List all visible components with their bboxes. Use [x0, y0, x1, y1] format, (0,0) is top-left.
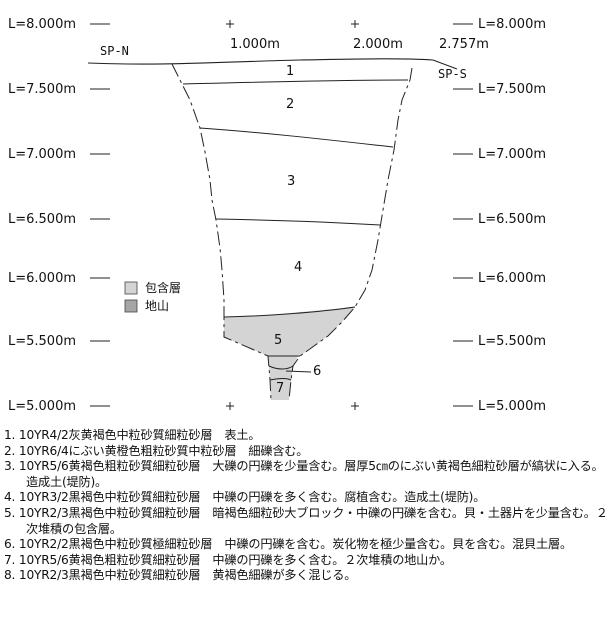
elevation-label-right: L=7.500m [478, 82, 546, 97]
layer-note: 4. 10YR3/2黒褐色中粒砂質細粒砂層 中礫の円礫を多く含む。腐植含む。造成… [4, 490, 486, 505]
layer-boundary [199, 127, 394, 148]
elevation-label-right: L=6.000m [478, 271, 546, 286]
layer-boundary [215, 218, 381, 226]
grid-cross [226, 402, 234, 410]
elevation-label-right: L=7.000m [478, 147, 546, 162]
layer-boundary [268, 365, 294, 370]
layer-note: 2. 10YR6/4にぶい黄橙色粗粒砂質中粒砂層 細礫含む。 [4, 443, 309, 458]
layer-number: 1 [286, 64, 294, 79]
layer-number: 6 [313, 364, 321, 379]
inclusion-layer-fill [224, 307, 355, 356]
legend: 包含層 地山 [124, 280, 181, 313]
elevation-scale-right: L=8.000m L=7.500m L=7.000m L=6.500m L=6.… [453, 17, 546, 414]
layer-note: 3. 10YR5/6黄褐色粗粒砂質細粒砂層 大礫の円礫を少量含む。層厚5㎝のにぶ… [4, 459, 604, 489]
grid-crosses [226, 20, 359, 410]
layer-boundary [223, 306, 356, 318]
layer-note: 7. 10YR5/6黄褐色粗粒砂質細粒砂層 中礫の円礫を多く含む。２次堆積の地山… [4, 552, 452, 567]
section-label-south: SP-S [438, 67, 467, 81]
grid-cross [351, 402, 359, 410]
elevation-label-right: L=5.500m [478, 334, 546, 349]
elevation-label-left: L=5.000m [8, 399, 76, 414]
section-drawing: L=8.000m L=7.500m L=7.000m L=6.500m L=6.… [8, 17, 546, 414]
legend-label: 地山 [145, 299, 169, 313]
distance-label: 2.757m [439, 37, 489, 52]
legend-swatch-bedrock [124, 299, 138, 313]
grid-cross [226, 20, 234, 28]
layer-boundaries [182, 79, 409, 381]
elevation-label-right: L=5.000m [478, 399, 546, 414]
layer-note: 8. 10YR2/3黒褐色中粒砂質細粒砂層 黄褐色細礫が多く混じる。 [4, 568, 357, 583]
elevation-label-right: L=6.500m [478, 212, 546, 227]
layer-boundary [269, 378, 292, 381]
elevation-scale-left: L=8.000m L=7.500m L=7.000m L=6.500m L=6.… [8, 17, 110, 414]
elevation-label-left: L=6.000m [8, 271, 76, 286]
layer-number: 3 [287, 174, 295, 189]
layer-note: 6. 10YR2/2黒褐色中粒砂質極細粒砂層 中礫の円礫を含む。炭化物を極少量含… [4, 537, 573, 552]
grid-cross [351, 20, 359, 28]
section-label-north: SP-N [100, 44, 129, 58]
layer-note: 1. 10YR4/2灰黄褐色中粒砂質細粒砂層 表土。 [4, 428, 261, 442]
elevation-label-left: L=8.000m [8, 17, 76, 32]
elevation-label-left: L=7.000m [8, 147, 76, 162]
elevation-label-left: L=5.500m [8, 334, 76, 349]
legend-swatch-inclusion [124, 281, 138, 295]
layer-number: 2 [286, 97, 294, 112]
layer-number: 4 [294, 260, 302, 275]
distance-label: 2.000m [353, 37, 403, 52]
layer-number: 5 [274, 333, 282, 348]
layer-notes: 1. 10YR4/2灰黄褐色中粒砂質細粒砂層 表土。 2. 10YR6/4にぶい… [4, 428, 610, 584]
trench-wall-right [288, 67, 413, 401]
layer-number: 7 [276, 381, 284, 396]
elevation-label-left: L=6.500m [8, 212, 76, 227]
layer-6-leader [285, 370, 312, 373]
elevation-label-left: L=7.500m [8, 82, 76, 97]
layer-boundary [182, 79, 409, 85]
layer-note: 5. 10YR2/3黒褐色中粒砂質細粒砂層 暗褐色細粒砂大ブロック・中礫の円礫を… [4, 505, 608, 536]
ground-surface [87, 58, 458, 70]
trench-wall-left [171, 63, 272, 401]
elevation-label-right: L=8.000m [478, 17, 546, 32]
legend-label: 包含層 [145, 280, 181, 295]
distance-label: 1.000m [230, 37, 280, 52]
